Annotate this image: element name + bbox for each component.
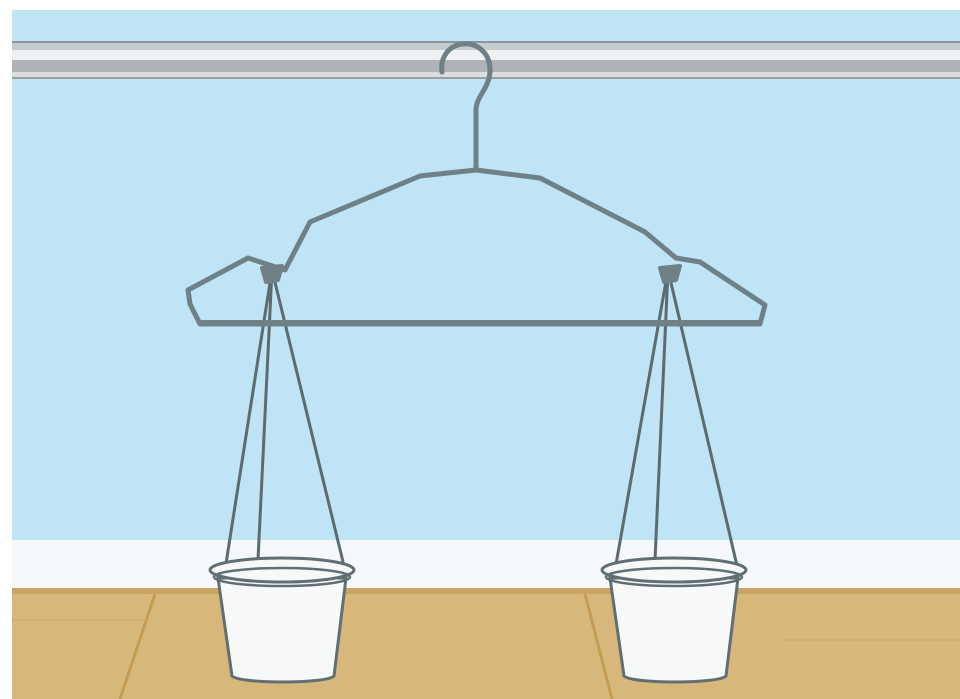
paper-cup-icon — [210, 558, 354, 682]
paper-cup-icon — [602, 558, 746, 682]
baseboard — [12, 540, 960, 590]
wooden-floor — [12, 588, 960, 699]
